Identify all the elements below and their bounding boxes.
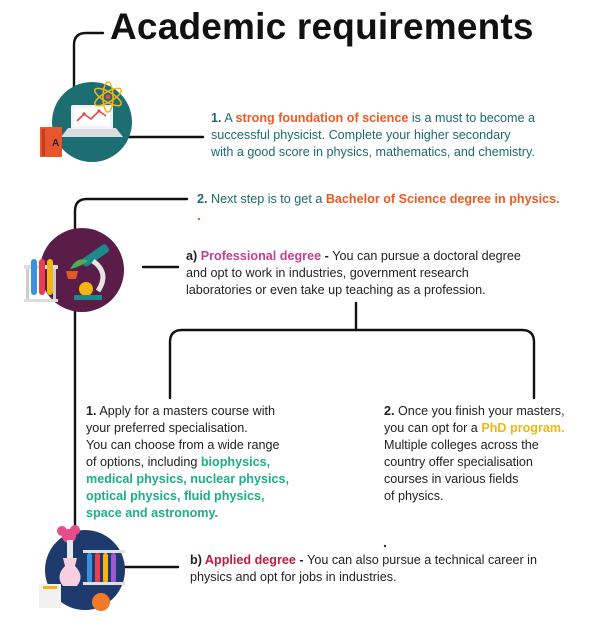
science-laptop-atom-icon: A xyxy=(40,81,132,162)
orange-dot xyxy=(197,217,201,221)
professional-degree-text: a) Professional degree - You can pursue … xyxy=(186,249,521,297)
applied-degree-highlight: Applied degree xyxy=(201,553,296,567)
science-foundation-highlight: strong foundation of science xyxy=(235,111,409,125)
phd-highlight: PhD program. xyxy=(481,421,565,435)
professional-degree-highlight: Professional degree xyxy=(197,249,322,263)
step2-text: 2. Next step is to get a Bachelor of Sci… xyxy=(197,192,560,206)
bachelor-degree-highlight: Bachelor of Science degree in physics. xyxy=(325,192,560,206)
applied-degree-text: b) Applied degree - You can also pursue … xyxy=(190,553,537,584)
svg-text:A: A xyxy=(52,138,59,149)
step1-text: 1. A strong foundation of science is a m… xyxy=(211,111,536,159)
phd-program-text: 2. Once you finish your masters, you can… xyxy=(384,404,565,503)
page-title: Academic requirements xyxy=(110,6,534,47)
branch-bar xyxy=(168,328,536,400)
small-dot xyxy=(383,544,387,548)
masters-course-text: 1. Apply for a masters course with your … xyxy=(86,404,289,520)
flasks-test-tubes-icon xyxy=(39,525,125,611)
title-connector xyxy=(72,31,105,99)
left-trunk xyxy=(73,197,189,543)
microscope-lab-icon xyxy=(24,228,124,312)
